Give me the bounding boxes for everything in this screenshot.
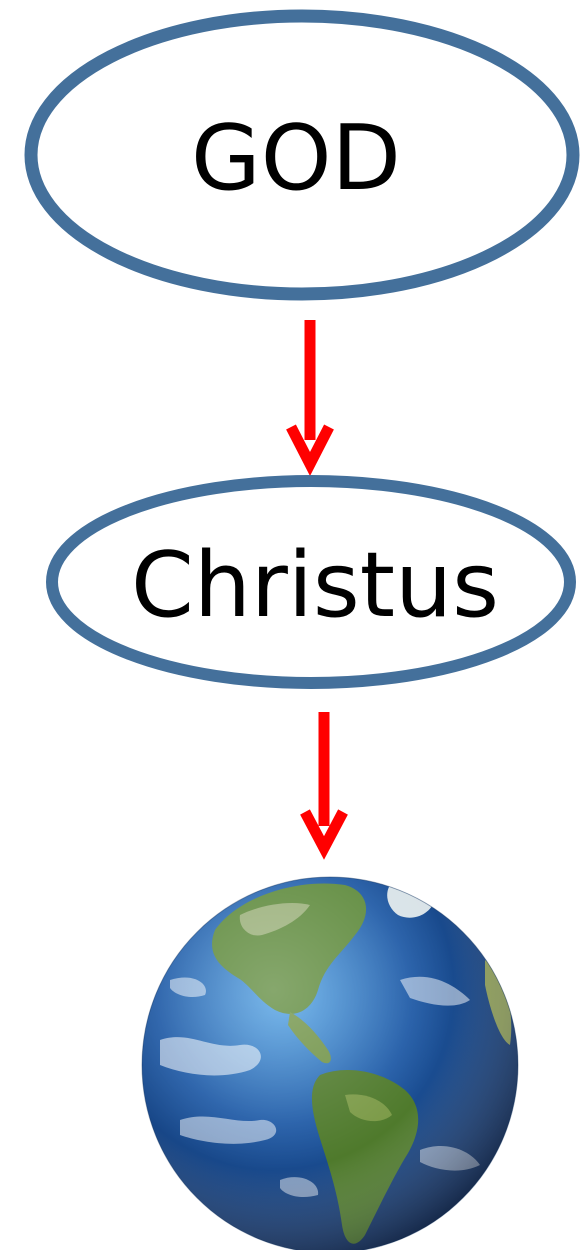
node-christus: Christus xyxy=(52,481,570,683)
node-god: GOD xyxy=(31,16,573,294)
arrow-god-to-christus xyxy=(291,320,329,464)
arrow-christus-to-earth xyxy=(305,712,343,848)
node-christus-label: Christus xyxy=(131,533,499,638)
earth-globe-icon xyxy=(142,877,518,1250)
node-god-label: GOD xyxy=(191,106,401,211)
